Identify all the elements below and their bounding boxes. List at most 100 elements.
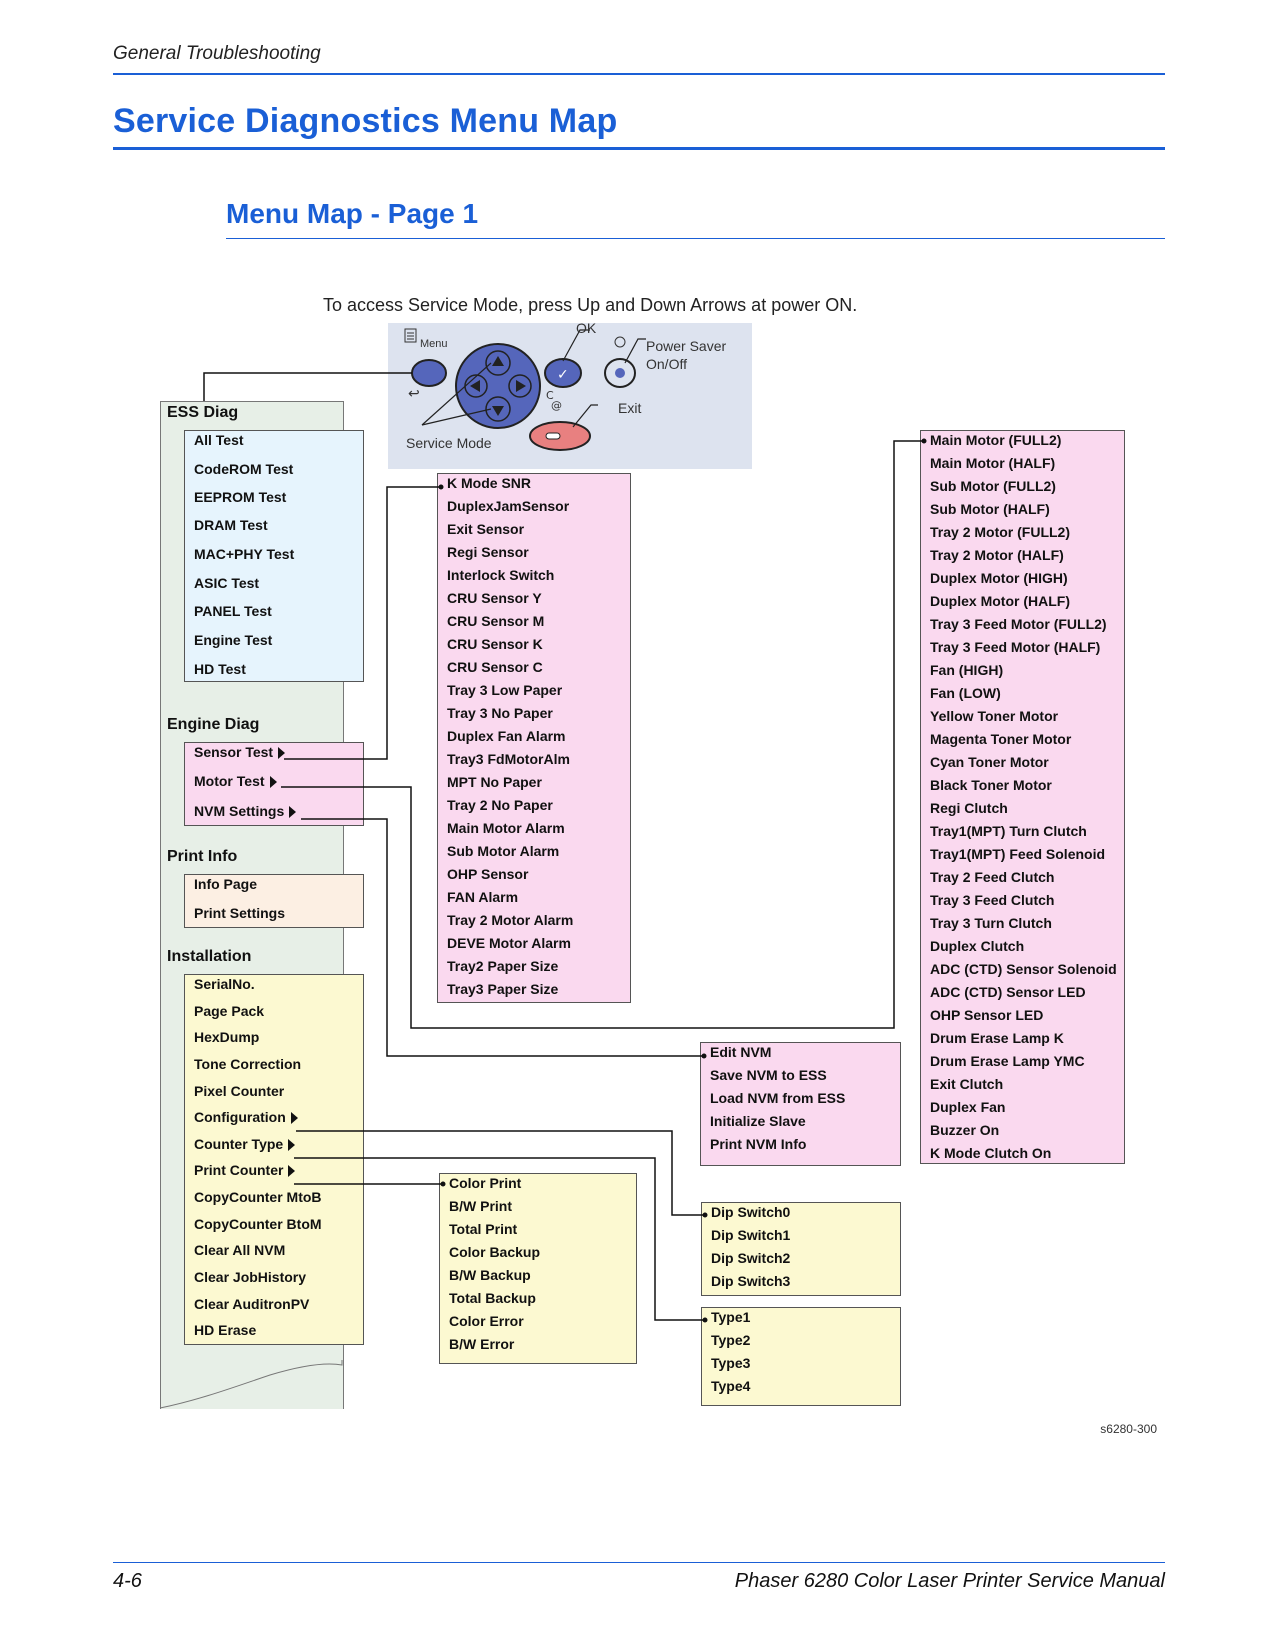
motor-item[interactable]: Tray 2 Motor (FULL2): [930, 524, 1071, 540]
sensor-item[interactable]: OHP Sensor: [447, 866, 529, 882]
dip-switch-item[interactable]: Dip Switch1: [711, 1227, 791, 1243]
print-counter-item[interactable]: Total Backup: [449, 1290, 536, 1306]
menu-item-page-pack[interactable]: Page Pack: [194, 1003, 265, 1019]
menu-item-copycounter-btom[interactable]: CopyCounter BtoM: [194, 1216, 322, 1232]
motor-item[interactable]: Black Toner Motor: [930, 777, 1052, 793]
motor-item[interactable]: Tray 3 Feed Clutch: [930, 892, 1055, 908]
menu-item-engine-test[interactable]: Engine Test: [194, 632, 273, 648]
motor-item[interactable]: Tray 2 Motor (HALF): [930, 547, 1064, 563]
motor-item[interactable]: Exit Clutch: [930, 1076, 1004, 1092]
sensor-item[interactable]: CRU Sensor M: [447, 613, 545, 629]
sensor-item[interactable]: DEVE Motor Alarm: [447, 935, 571, 951]
menu-item-hexdump[interactable]: HexDump: [194, 1029, 260, 1045]
sensor-item[interactable]: Tray 3 Low Paper: [447, 682, 563, 698]
motor-item[interactable]: Tray1(MPT) Feed Solenoid: [930, 846, 1106, 862]
menu-item-panel-test[interactable]: PANEL Test: [194, 603, 272, 619]
sensor-item[interactable]: Tray3 FdMotorAlm: [447, 751, 570, 767]
sensor-item[interactable]: FAN Alarm: [447, 889, 519, 905]
motor-item[interactable]: Tray 3 Feed Motor (FULL2): [930, 616, 1107, 632]
menu-item-counter-type[interactable]: Counter Type: [194, 1136, 296, 1152]
motor-item[interactable]: Sub Motor (FULL2): [930, 478, 1056, 494]
menu-item-pixel-counter[interactable]: Pixel Counter: [194, 1083, 285, 1099]
menu-item-dram-test[interactable]: DRAM Test: [194, 517, 268, 533]
sensor-item[interactable]: MPT No Paper: [447, 774, 542, 790]
menu-item-asic-test[interactable]: ASIC Test: [194, 575, 260, 591]
counter-type-item[interactable]: Type1: [711, 1309, 751, 1325]
sensor-item[interactable]: Regi Sensor: [447, 544, 529, 560]
print-counter-item[interactable]: Color Backup: [449, 1244, 541, 1260]
sensor-item[interactable]: CRU Sensor C: [447, 659, 543, 675]
motor-item[interactable]: Tray1(MPT) Turn Clutch: [930, 823, 1087, 839]
motor-item[interactable]: Sub Motor (HALF): [930, 501, 1050, 517]
menu-item-sensor-test[interactable]: Sensor Test: [194, 744, 286, 760]
motor-item[interactable]: Duplex Fan: [930, 1099, 1006, 1115]
motor-item[interactable]: ADC (CTD) Sensor LED: [930, 984, 1086, 1000]
sensor-item[interactable]: Exit Sensor: [447, 521, 525, 537]
sensor-item[interactable]: CRU Sensor K: [447, 636, 543, 652]
menu-item-configuration[interactable]: Configuration: [194, 1109, 298, 1125]
motor-item[interactable]: OHP Sensor LED: [930, 1007, 1044, 1023]
nvm-item[interactable]: Print NVM Info: [710, 1136, 807, 1152]
menu-item-serialno[interactable]: SerialNo.: [194, 976, 255, 992]
menu-item-tone-correction[interactable]: Tone Correction: [194, 1056, 302, 1072]
sensor-item[interactable]: Sub Motor Alarm: [447, 843, 560, 859]
print-counter-item[interactable]: Color Error: [449, 1313, 524, 1329]
sensor-item[interactable]: K Mode SNR: [447, 475, 531, 491]
menu-item-motor-test[interactable]: Motor Test: [194, 773, 277, 789]
menu-item-clear-jobhistory[interactable]: Clear JobHistory: [194, 1269, 307, 1285]
sensor-item[interactable]: DuplexJamSensor: [447, 498, 570, 514]
nvm-item[interactable]: Edit NVM: [710, 1044, 772, 1060]
menu-item-hd-test[interactable]: HD Test: [194, 661, 246, 677]
motor-item[interactable]: Main Motor (FULL2): [930, 432, 1062, 448]
motor-item[interactable]: Drum Erase Lamp K: [930, 1030, 1064, 1046]
print-counter-item[interactable]: B/W Error: [449, 1336, 515, 1352]
motor-item[interactable]: Fan (HIGH): [930, 662, 1004, 678]
motor-item[interactable]: Buzzer On: [930, 1122, 1000, 1138]
counter-type-item[interactable]: Type3: [711, 1355, 751, 1371]
print-counter-item[interactable]: Color Print: [449, 1175, 522, 1191]
sensor-item[interactable]: Main Motor Alarm: [447, 820, 565, 836]
motor-item[interactable]: Fan (LOW): [930, 685, 1001, 701]
motor-item[interactable]: ADC (CTD) Sensor Solenoid: [930, 961, 1117, 977]
print-counter-item[interactable]: B/W Print: [449, 1198, 512, 1214]
counter-type-item[interactable]: Type4: [711, 1378, 751, 1394]
menu-item-nvm-settings[interactable]: NVM Settings: [194, 803, 297, 819]
sensor-item[interactable]: Interlock Switch: [447, 567, 555, 583]
dip-switch-item[interactable]: Dip Switch2: [711, 1250, 791, 1266]
sensor-item[interactable]: Tray 3 No Paper: [447, 705, 553, 721]
dip-switch-item[interactable]: Dip Switch0: [711, 1204, 791, 1220]
sensor-item[interactable]: CRU Sensor Y: [447, 590, 542, 606]
motor-item[interactable]: Tray 2 Feed Clutch: [930, 869, 1055, 885]
motor-item[interactable]: Duplex Motor (HIGH): [930, 570, 1068, 586]
motor-item[interactable]: Magenta Toner Motor: [930, 731, 1072, 747]
print-counter-item[interactable]: Total Print: [449, 1221, 518, 1237]
menu-item-mac-phy-test[interactable]: MAC+PHY Test: [194, 546, 295, 562]
menu-item-coderom-test[interactable]: CodeROM Test: [194, 461, 294, 477]
menu-item-print-settings[interactable]: Print Settings: [194, 905, 286, 921]
menu-item-clear-all-nvm[interactable]: Clear All NVM: [194, 1242, 286, 1258]
motor-item[interactable]: Regi Clutch: [930, 800, 1008, 816]
motor-item[interactable]: Duplex Clutch: [930, 938, 1025, 954]
menu-item-info-page[interactable]: Info Page: [194, 876, 258, 892]
motor-item[interactable]: Duplex Motor (HALF): [930, 593, 1070, 609]
motor-item[interactable]: Main Motor (HALF): [930, 455, 1056, 471]
motor-item[interactable]: Tray 3 Feed Motor (HALF): [930, 639, 1101, 655]
menu-item-clear-auditronpv[interactable]: Clear AuditronPV: [194, 1296, 310, 1312]
motor-item[interactable]: Cyan Toner Motor: [930, 754, 1049, 770]
motor-item[interactable]: Drum Erase Lamp YMC: [930, 1053, 1085, 1069]
sensor-item[interactable]: Tray3 Paper Size: [447, 981, 559, 997]
dip-switch-item[interactable]: Dip Switch3: [711, 1273, 791, 1289]
sensor-item[interactable]: Tray 2 Motor Alarm: [447, 912, 574, 928]
menu-item-all-test[interactable]: All Test: [194, 432, 244, 448]
print-counter-item[interactable]: B/W Backup: [449, 1267, 531, 1283]
nvm-item[interactable]: Load NVM from ESS: [710, 1090, 846, 1106]
motor-item[interactable]: Yellow Toner Motor: [930, 708, 1059, 724]
nvm-item[interactable]: Save NVM to ESS: [710, 1067, 827, 1083]
sensor-item[interactable]: Duplex Fan Alarm: [447, 728, 566, 744]
menu-item-print-counter[interactable]: Print Counter: [194, 1162, 296, 1178]
menu-item-hd-erase[interactable]: HD Erase: [194, 1322, 257, 1338]
sensor-item[interactable]: Tray2 Paper Size: [447, 958, 559, 974]
sensor-item[interactable]: Tray 2 No Paper: [447, 797, 553, 813]
motor-item[interactable]: Tray 3 Turn Clutch: [930, 915, 1052, 931]
menu-item-copycounter-mtob[interactable]: CopyCounter MtoB: [194, 1189, 322, 1205]
